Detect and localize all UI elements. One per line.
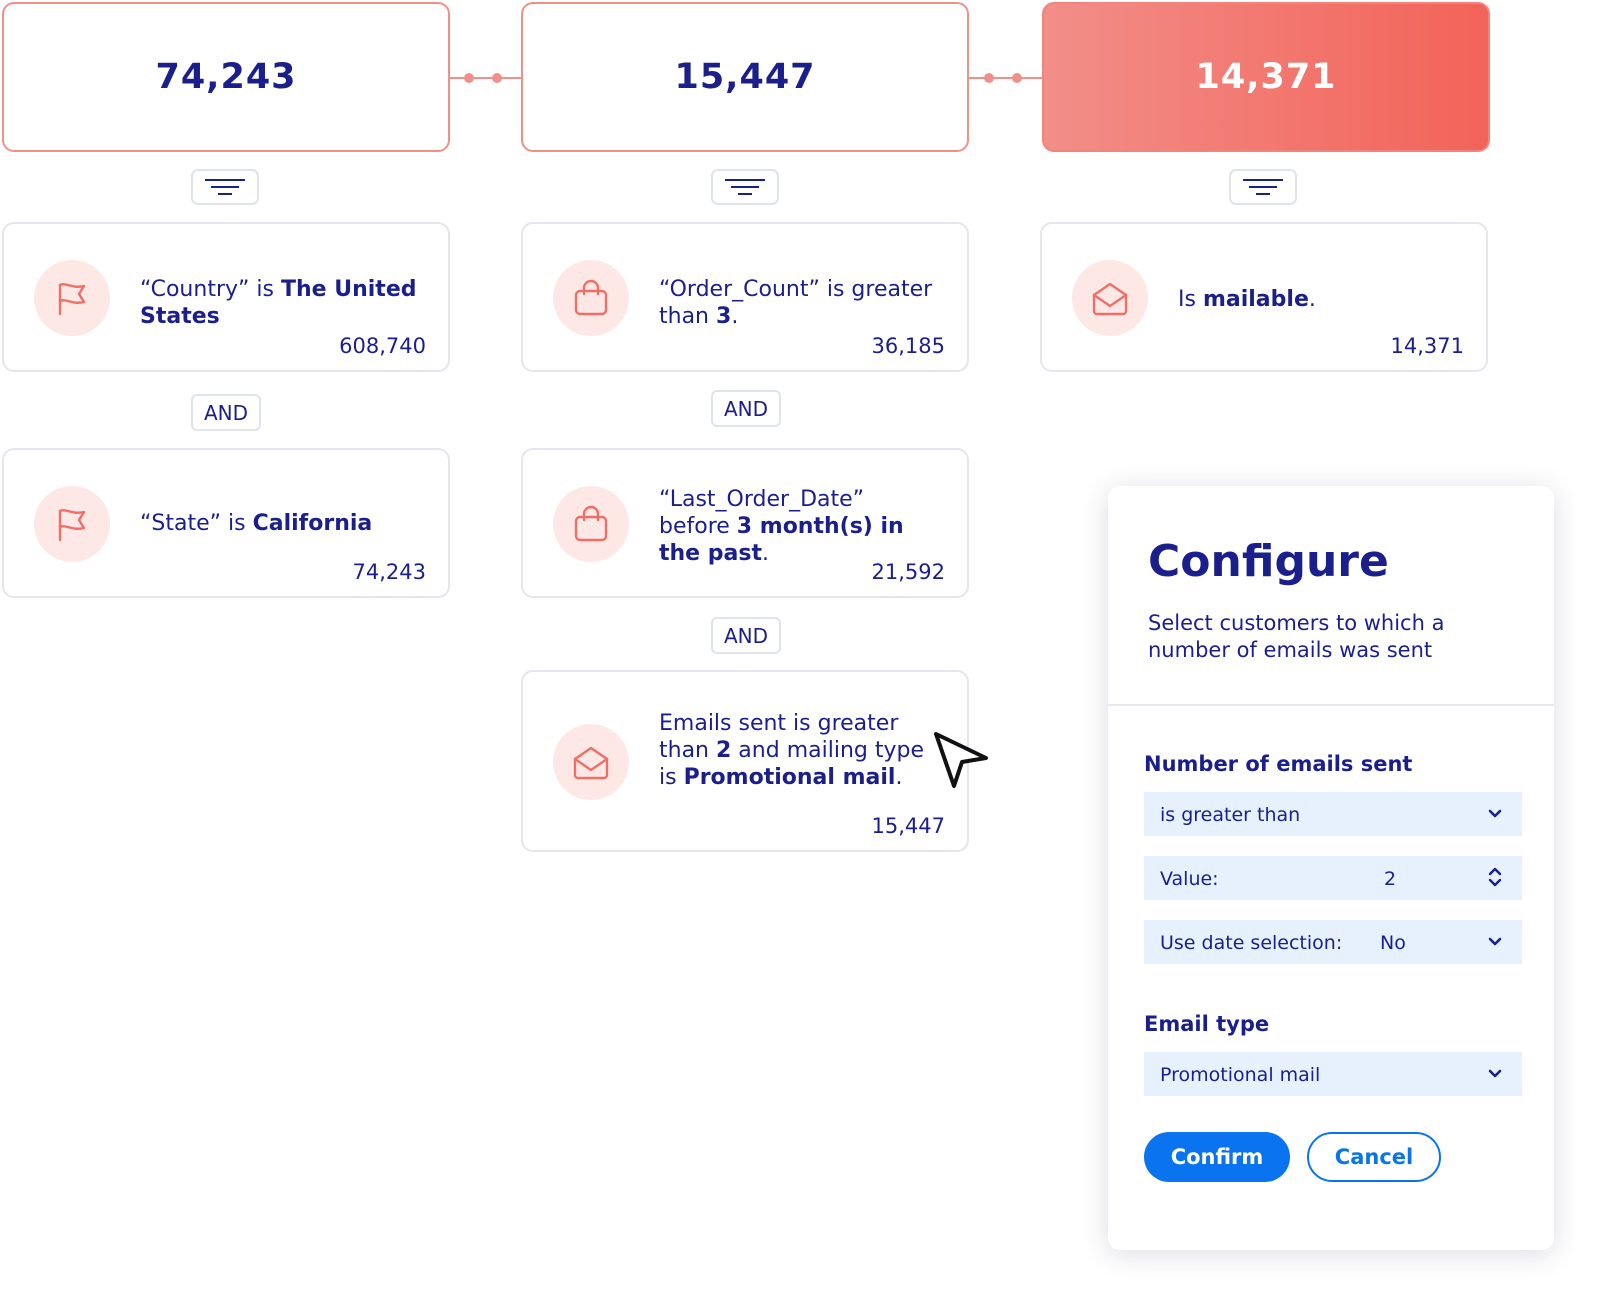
connector-dot [492,73,502,83]
date-selection-select[interactable]: Use date selection: No [1144,920,1522,964]
funnel-count-box-3[interactable]: 14,371 [1042,2,1490,152]
condition-count: 608,740 [339,334,426,358]
funnel-connector [969,77,1042,79]
chevron-down-icon [1488,937,1502,946]
connector-dot [984,73,994,83]
funnel-count-box-2[interactable]: 15,447 [521,2,969,152]
envelope-icon [1072,260,1148,336]
condition-card-state[interactable]: “State” is California 74,243 [2,448,450,598]
funnel-connector [450,77,521,79]
condition-count: 21,592 [871,560,945,584]
operator-select-value: is greater than [1160,804,1301,826]
flag-icon [34,486,110,562]
number-of-emails-label: Number of emails sent [1144,752,1413,776]
condition-card-last-order-date[interactable]: “Last_Order_Date” before 3 month(s) in t… [521,448,969,598]
condition-count: 74,243 [352,560,426,584]
funnel-count-value: 74,243 [155,57,297,97]
operator-select[interactable]: is greater than [1144,792,1522,836]
chevron-down-icon [1488,1069,1502,1078]
filter-button-col2[interactable] [711,169,779,205]
flag-icon [34,260,110,336]
filter-button-col1[interactable] [191,169,259,205]
shopping-bag-icon [553,486,629,562]
panel-description: Select customers to which a number of em… [1148,611,1445,662]
condition-card-emails-sent[interactable]: Emails sent is greater than 2 and mailin… [521,670,969,852]
confirm-button[interactable]: Confirm [1144,1132,1290,1182]
panel-title: Configure [1148,536,1389,587]
stepper-arrows-icon[interactable] [1484,866,1506,888]
filter-button-col3[interactable] [1229,169,1297,205]
condition-card-country[interactable]: “Country” is The United States 608,740 [2,222,450,372]
email-type-label: Email type [1144,1012,1270,1036]
and-operator[interactable]: AND [711,390,781,427]
mouse-cursor-icon [934,732,988,788]
funnel-count-value: 15,447 [674,57,816,97]
condition-text: “Order_Count” is greater than 3. [659,277,933,329]
chevron-down-icon [1488,809,1502,818]
condition-text: “State” is California [140,511,373,536]
condition-count: 15,447 [871,814,945,838]
email-type-value: Promotional mail [1160,1064,1321,1086]
date-selection-label: Use date selection: [1160,932,1343,954]
and-operator[interactable]: AND [711,617,781,654]
condition-count: 36,185 [871,334,945,358]
value-input[interactable]: 2 [1384,868,1397,890]
envelope-icon [553,724,629,800]
condition-card-mailable[interactable]: Is mailable. 14,371 [1040,222,1488,372]
value-label: Value: [1160,868,1219,890]
cancel-button[interactable]: Cancel [1307,1132,1441,1182]
email-type-select[interactable]: Promotional mail [1144,1052,1522,1096]
date-selection-value: No [1380,932,1406,954]
condition-text: “Country” is The United States [140,277,417,329]
connector-dot [464,73,474,83]
shopping-bag-icon [553,260,629,336]
condition-card-order-count[interactable]: “Order_Count” is greater than 3. 36,185 [521,222,969,372]
configure-panel: Configure Select customers to which a nu… [1108,486,1554,1250]
funnel-count-box-1[interactable]: 74,243 [2,2,450,152]
and-operator[interactable]: AND [191,394,261,431]
condition-count: 14,371 [1390,334,1464,358]
condition-text: Is mailable. [1178,287,1316,312]
condition-text: Emails sent is greater than 2 and mailin… [659,711,924,790]
connector-dot [1012,73,1022,83]
funnel-count-value: 14,371 [1195,57,1337,97]
value-stepper[interactable]: Value: 2 [1144,856,1522,900]
condition-text: “Last_Order_Date” before 3 month(s) in t… [659,487,904,566]
divider [1108,704,1554,706]
